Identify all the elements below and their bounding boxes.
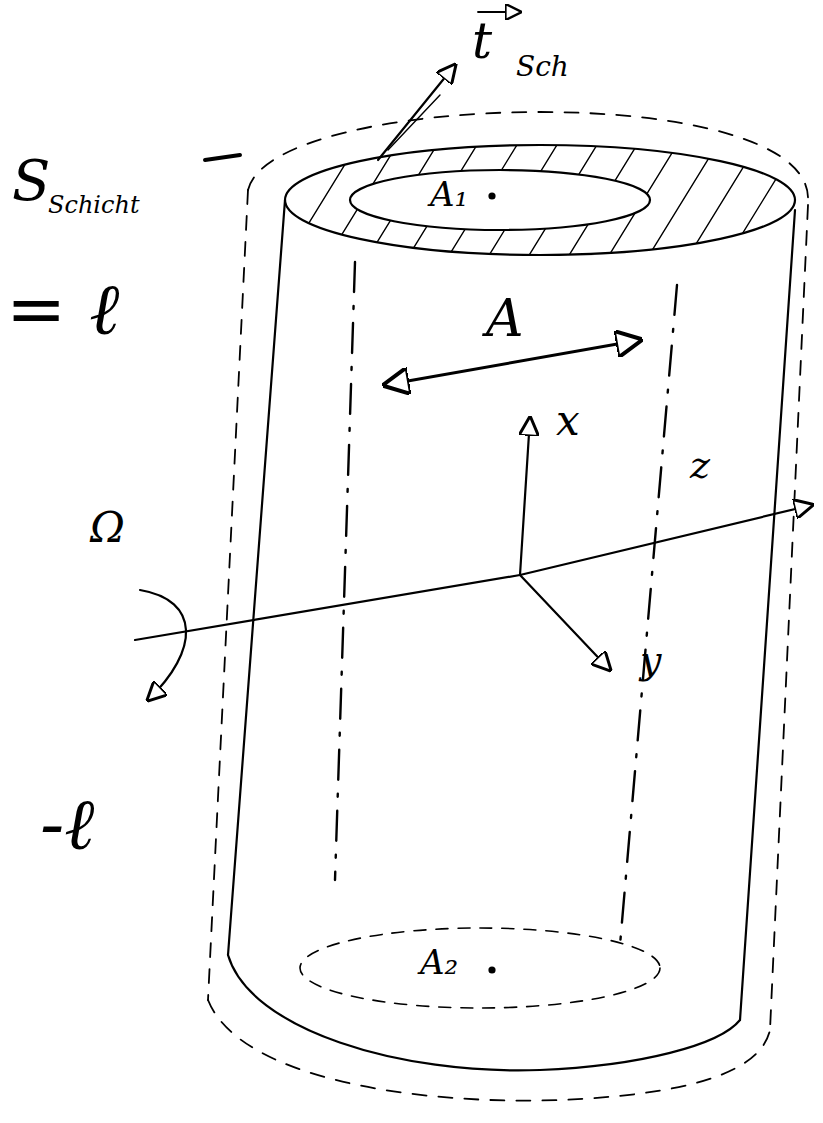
dimension-label: A <box>486 290 524 347</box>
axis-label: y <box>640 640 661 682</box>
area-label: A₂ <box>420 944 458 981</box>
coordinate-label: -ℓ <box>40 785 94 864</box>
area-label: A₁ <box>430 176 468 213</box>
subscript: Schicht <box>48 192 140 218</box>
subscript: Sch <box>516 52 569 83</box>
axis-label: z <box>690 445 710 487</box>
vector-symbol: t <box>472 14 492 69</box>
rotation-label: Ω <box>90 505 125 551</box>
coordinate-label: = ℓ <box>6 270 119 349</box>
symbol: S <box>12 150 50 212</box>
axis-label: x <box>556 398 580 444</box>
